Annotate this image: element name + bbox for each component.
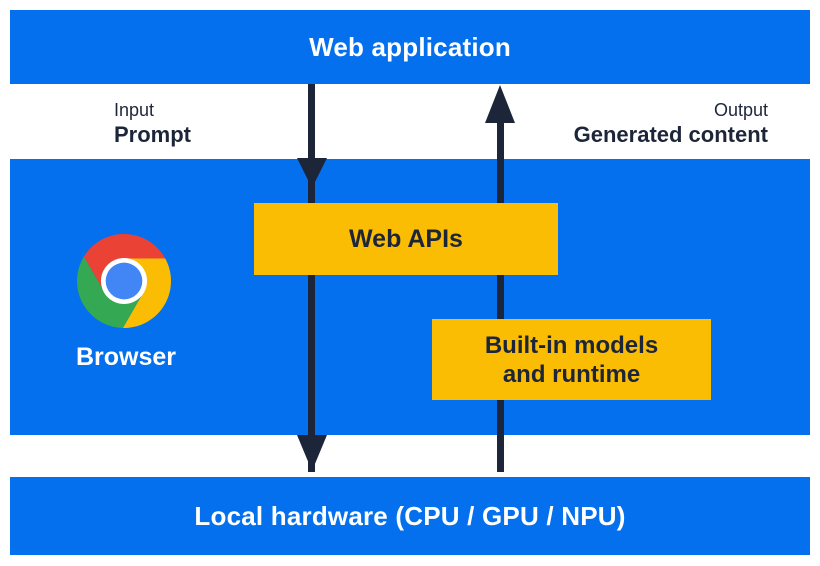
chrome-logo-icon <box>77 234 171 328</box>
web-application-label: Web application <box>309 31 511 62</box>
output-caption: Output <box>713 100 768 120</box>
builtin-models-label-line2: and runtime <box>502 360 641 388</box>
input-arrow-head-into-browser <box>297 158 327 188</box>
output-arrow-head-into-web-app <box>485 85 515 123</box>
web-apis-box: Web APIs <box>254 203 558 275</box>
input-value-label: Prompt <box>114 122 191 147</box>
input-arrow-line <box>308 84 315 472</box>
browser-label: Browser <box>75 343 177 371</box>
output-arrow-line <box>497 120 504 472</box>
web-apis-label: Web APIs <box>349 224 463 253</box>
builtin-models-box: Built-in models and runtime <box>432 319 711 400</box>
builtin-models-label-line1: Built-in models <box>484 331 659 359</box>
output-value-label: Generated content <box>573 122 768 147</box>
input-arrow-head-into-hardware <box>297 435 327 471</box>
input-caption: Input <box>114 100 155 120</box>
local-hardware-label: Local hardware (CPU / GPU / NPU) <box>194 500 626 531</box>
web-application-layer: Web application <box>10 10 810 84</box>
local-hardware-layer: Local hardware (CPU / GPU / NPU) <box>10 477 810 555</box>
